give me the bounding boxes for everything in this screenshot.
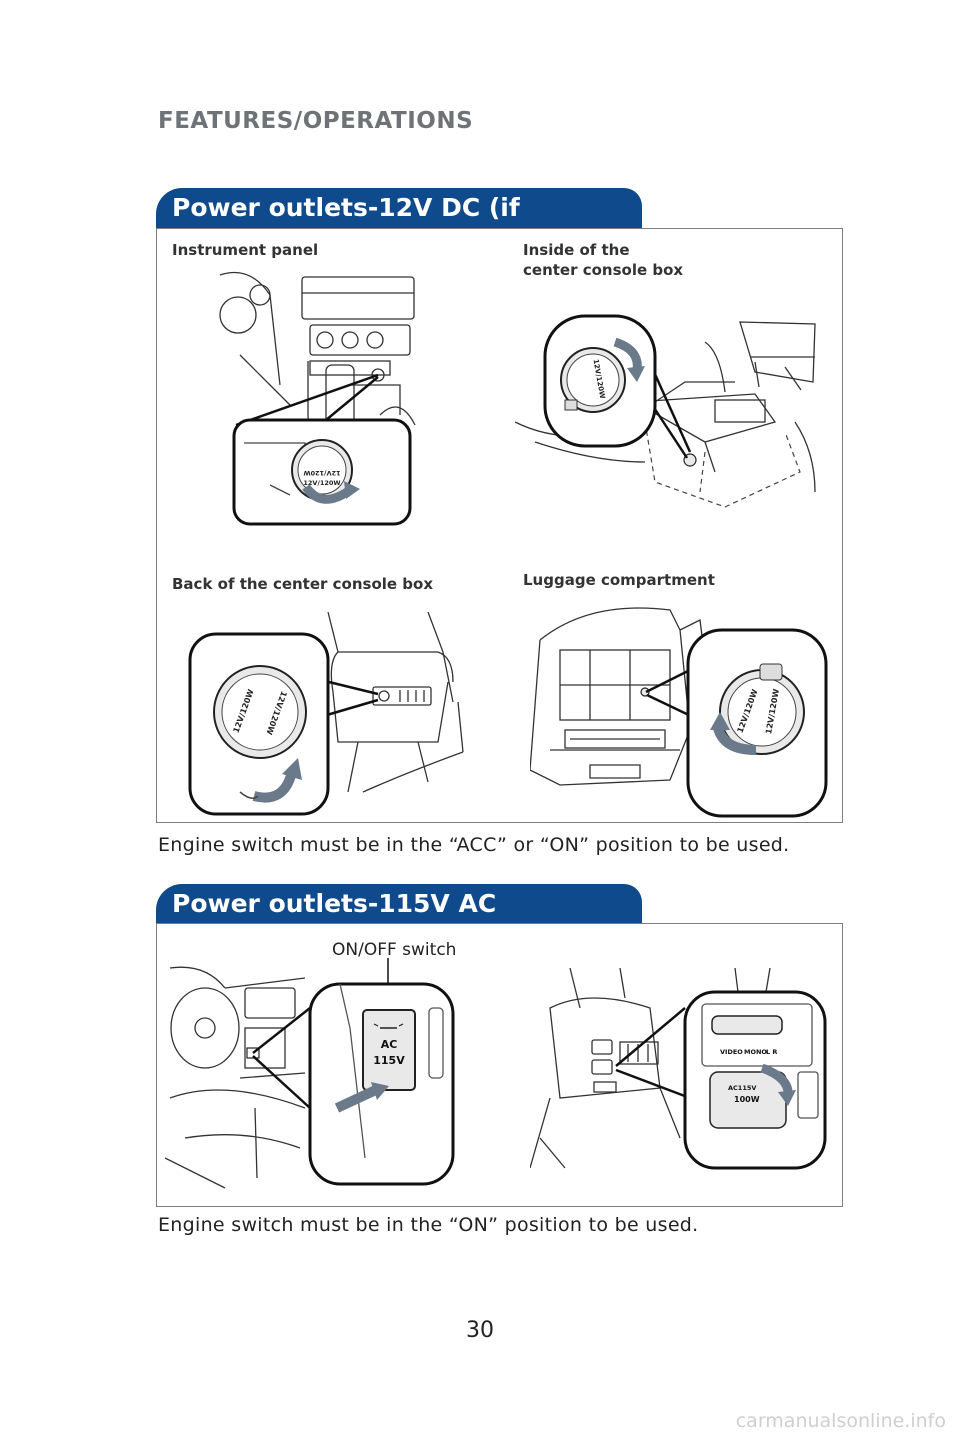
console-back-illustration: 12V/120W 12V/120W: [188, 612, 464, 816]
note-12v: Engine switch must be in the “ACC” or “O…: [158, 834, 790, 856]
instrument-panel-illustration: 12V/120W 12V/120W: [219, 271, 416, 526]
note-115v: Engine switch must be in the “ON” positi…: [158, 1214, 699, 1236]
marking-mono: MONO: [744, 1048, 767, 1056]
on-off-switch-label: ON/OFF switch: [332, 940, 457, 960]
marking-ac115v: AC115V: [728, 1084, 756, 1092]
caption-console-back: Back of the center console box: [172, 575, 434, 593]
luggage-compartment-illustration: 12V/120W 12V/120W: [530, 607, 828, 818]
page-number: 30: [466, 1318, 494, 1343]
outlet-marking: 12V/120W: [303, 469, 340, 477]
caption-instrument-panel: Instrument panel: [172, 241, 319, 259]
marking-lr: L R: [766, 1048, 777, 1056]
marking-video: VIDEO: [720, 1048, 743, 1056]
caption-luggage: Luggage compartment: [523, 571, 715, 589]
switch-marking-ac: AC: [381, 1038, 398, 1051]
console-inside-illustration: 12V/120W: [515, 314, 816, 508]
section-title-12v: Power outlets-12V DC (if equipped): [156, 188, 642, 262]
page-header: FEATURES/OPERATIONS: [158, 108, 474, 134]
caption-console-inside: Inside of the center console box: [523, 241, 684, 279]
marking-100w: 100W: [734, 1095, 760, 1104]
ac-dashboard-illustration: AC 115V: [165, 958, 455, 1189]
outlet-marking: 12V/120W: [303, 479, 340, 487]
watermark: carmanualsonline.info: [735, 1410, 946, 1432]
switch-marking-115v: 115V: [373, 1054, 405, 1067]
section-title-115v: Power outlets-115V AC: [156, 884, 642, 924]
ac-rear-outlet-illustration: VIDEO MONO L R AC115V 100W: [530, 968, 827, 1170]
